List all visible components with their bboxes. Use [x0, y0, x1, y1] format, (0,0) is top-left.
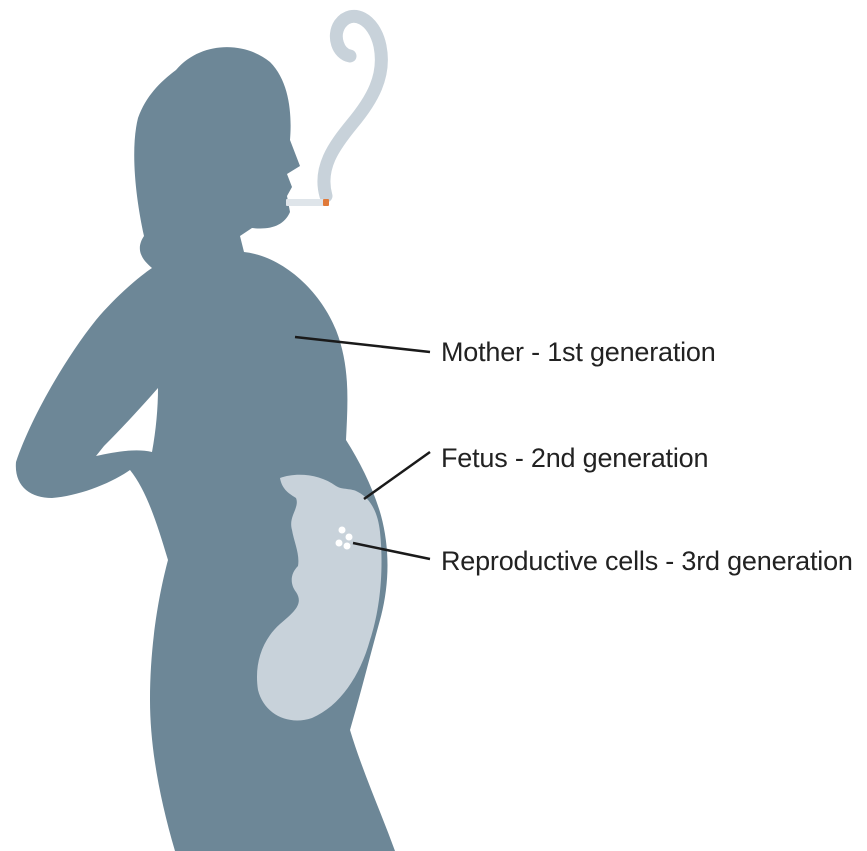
- leader-line-fetus: [364, 452, 430, 499]
- label-mother-first-generation: Mother - 1st generation: [441, 339, 716, 366]
- reproductive-cell: [346, 534, 353, 541]
- woman-silhouette: [16, 47, 395, 851]
- reproductive-cell: [339, 527, 346, 534]
- cigarette-ember: [323, 199, 329, 206]
- smoke-curl: [324, 16, 382, 196]
- label-reproductive-cells-third-generation: Reproductive cells - 3rd generation: [441, 548, 853, 575]
- label-fetus-second-generation: Fetus - 2nd generation: [441, 445, 708, 472]
- reproductive-cell: [344, 543, 351, 550]
- cigarette: [286, 199, 326, 206]
- reproductive-cell: [336, 540, 343, 547]
